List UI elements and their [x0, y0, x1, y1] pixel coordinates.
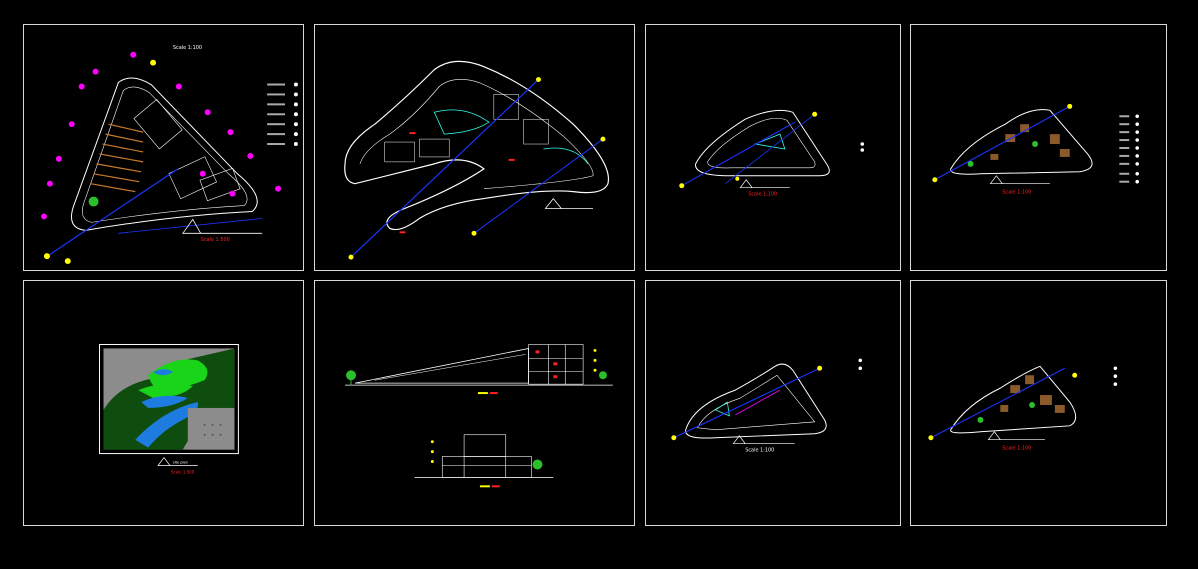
drawing-sheet-elevations[interactable] — [314, 280, 635, 526]
plan-d-scale: Scale 1:100 — [1002, 190, 1031, 196]
site-plan-title: site plan — [173, 461, 188, 465]
drawing-sheet-plan-h[interactable]: Scale 1:100 — [910, 280, 1167, 526]
north-arrow-icon — [544, 197, 594, 209]
north-arrow-icon — [987, 431, 1045, 441]
north-arrow-icon — [157, 456, 198, 466]
site-plan-drawing: site plan Scale 1:500 — [99, 343, 239, 474]
plan-h-drawing: Scale 1:100 — [928, 365, 1118, 452]
drawing-sheet-plan-a[interactable]: Scale 1:100 — [23, 24, 304, 271]
plan-b-drawing — [344, 60, 610, 260]
grid-marker-icon — [41, 51, 282, 220]
site-plan-scale: Scale 1:500 — [171, 469, 195, 474]
plan-c-scale: Scale 1:100 — [748, 192, 777, 198]
drawing-sheet-plan-c[interactable]: Scale 1:100 — [645, 24, 901, 271]
north-arrow-icon — [732, 435, 795, 445]
plan-a-scale: Scale 1:500 — [201, 237, 230, 243]
north-arrow-icon — [989, 175, 1050, 185]
drawing-sheet-plan-b[interactable] — [314, 24, 635, 271]
plan-c-drawing: Scale 1:100 — [679, 109, 865, 198]
north-arrow-icon — [182, 218, 263, 234]
elevations-drawing — [345, 344, 613, 488]
drawing-sheet-site-plan[interactable]: site plan Scale 1:500 — [23, 280, 304, 526]
plan-a-title: Scale 1:100 — [173, 45, 202, 51]
plan-g-scale: Scale 1:100 — [745, 448, 774, 454]
drawing-sheet-plan-g[interactable]: Scale 1:100 — [645, 280, 901, 526]
plan-h-scale: Scale 1:100 — [1002, 446, 1031, 452]
drawing-sheet-plan-d[interactable]: Scale 1:100 — [910, 24, 1167, 271]
plan-a-drawing: Scale 1:100 — [41, 45, 298, 265]
plan-d-drawing: Scale 1:100 — [932, 103, 1139, 196]
plan-g-drawing: Scale 1:100 — [671, 358, 863, 454]
north-arrow-icon — [739, 179, 790, 189]
tree-icon — [88, 196, 99, 207]
tree-icon — [346, 370, 356, 381]
